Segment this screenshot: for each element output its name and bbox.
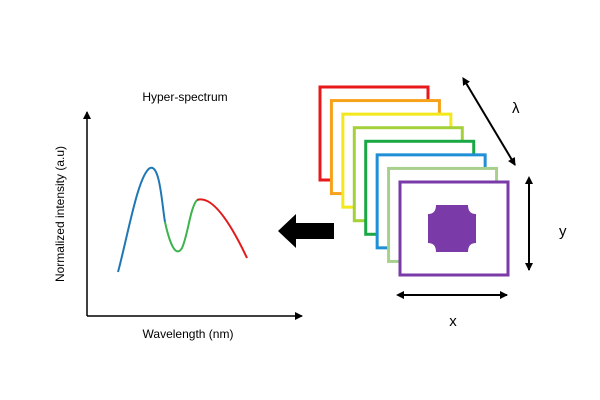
y-dimension-label: y (559, 223, 567, 240)
hyperspectral-cube (318, 85, 510, 277)
left-arrow-icon (278, 214, 334, 248)
x-axis-label: Wavelength (nm) (143, 327, 234, 341)
y-axis-label: Normalized intensity (a.u) (53, 146, 67, 282)
object-shape (428, 205, 476, 252)
left-arrow (278, 214, 334, 248)
spectrum-curve-red (196, 198, 248, 259)
plot-title: Hyper-spectrum (142, 90, 227, 104)
spectrum-curve-blue (117, 166, 166, 273)
x-dimension-label: x (449, 313, 457, 330)
lambda-arrow (462, 76, 516, 166)
lambda-label: λ (512, 100, 520, 117)
spectrum-curve-green (164, 199, 198, 253)
spectrum-plot: Hyper-spectrum Wavelength (nm) Normalize… (53, 90, 303, 341)
